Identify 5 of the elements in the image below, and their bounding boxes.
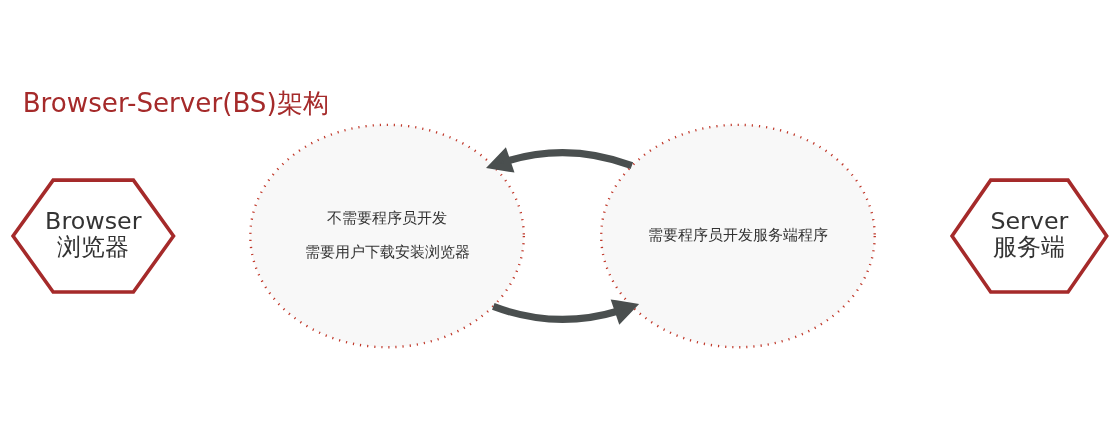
arrow [486,147,634,173]
arrow [492,299,640,325]
node-ellipse: 需要程序员开发服务端程序 [599,123,876,349]
node-ellipse: 不需要程序员开发 需要用户下载安装浏览器 [249,123,526,349]
diagram-title: Browser-Server(BS)架构 [22,88,329,119]
